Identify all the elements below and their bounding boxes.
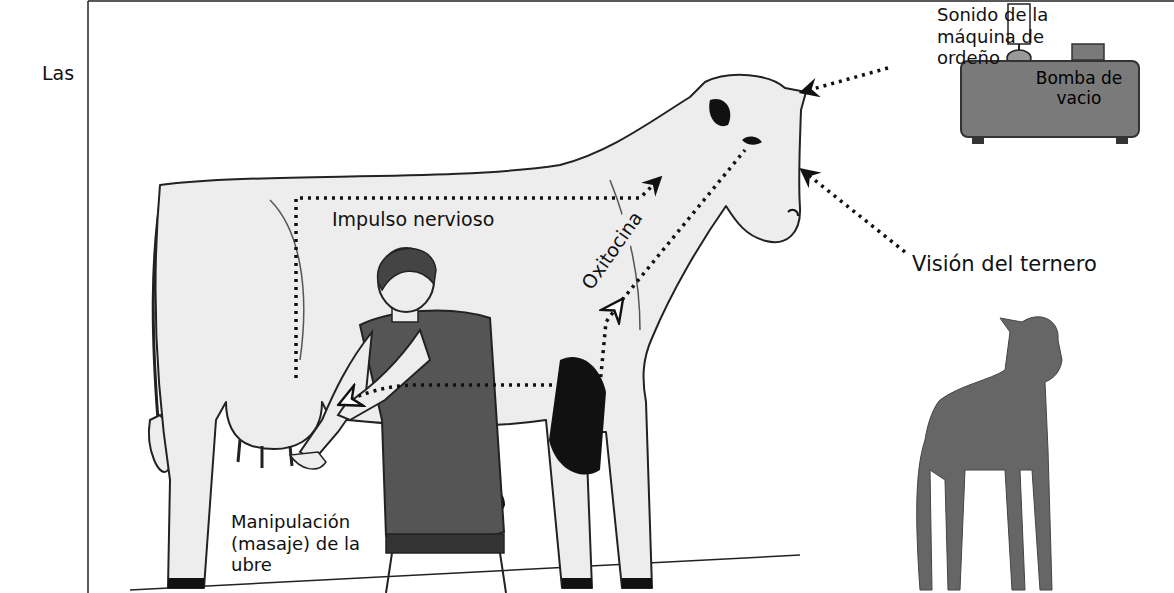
cow-nostril bbox=[788, 210, 798, 216]
cow-ear-patch bbox=[709, 99, 730, 126]
annotation-label: Sonido de la máquina de ordeño bbox=[937, 4, 1049, 69]
cow-patch bbox=[549, 357, 606, 475]
annotation-label: Oxitocina bbox=[574, 204, 649, 297]
frame-line bbox=[88, 0, 1174, 2]
machine-foot bbox=[1116, 138, 1128, 144]
annotation-label: Las bbox=[42, 62, 74, 85]
machine-feet bbox=[972, 138, 1128, 144]
annotation-label: Visión del ternero bbox=[912, 252, 1097, 277]
annotation-label: Impulso nervioso bbox=[332, 208, 494, 231]
nerve-path bbox=[296, 178, 660, 378]
node-text: Bomba de vacio bbox=[1027, 68, 1131, 109]
cow-body bbox=[155, 75, 806, 588]
calf-silhouette bbox=[917, 317, 1062, 590]
cow-eye bbox=[742, 136, 762, 144]
cow-hooves bbox=[168, 578, 652, 588]
man-belt bbox=[386, 534, 504, 553]
oxytocin-path bbox=[340, 385, 600, 404]
stimulus-arrow bbox=[802, 68, 888, 92]
man-arm bbox=[338, 330, 430, 420]
annotation-label: Manipulación (masaje) de la ubre bbox=[228, 510, 364, 577]
pump-box: Bomba de vacio bbox=[960, 60, 1140, 138]
man-hair bbox=[378, 248, 436, 290]
frame-line bbox=[87, 1, 89, 593]
stimulus-arrow bbox=[802, 170, 905, 252]
machine-box bbox=[1072, 44, 1104, 60]
man-legs bbox=[386, 553, 506, 593]
cow-teats bbox=[238, 440, 292, 468]
oxytocin-path bbox=[600, 300, 622, 385]
man-shirt bbox=[360, 311, 504, 543]
machine-foot bbox=[972, 138, 984, 144]
man-cloth bbox=[290, 452, 326, 469]
